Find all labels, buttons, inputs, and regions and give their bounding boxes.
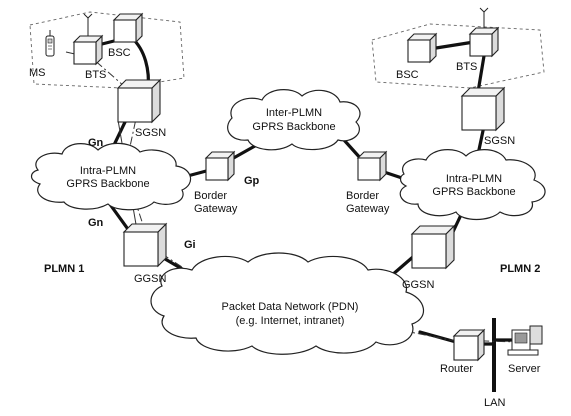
- label-plmn1: PLMN 1: [44, 263, 84, 275]
- bts-right-icon: [469, 27, 499, 57]
- label-server: Server: [508, 363, 541, 375]
- server-icon: [507, 325, 543, 356]
- label-ms: MS: [29, 67, 46, 79]
- link-bts-sgsn-right: [476, 54, 486, 94]
- label-bsc-left: BSC: [108, 47, 131, 59]
- bts-left-icon: [73, 35, 103, 65]
- label-intra-left-1: Intra-PLMN: [80, 165, 136, 177]
- antenna-left-icon: [83, 13, 93, 36]
- label-border-left-2: Gateway: [194, 203, 238, 215]
- label-intra-left-2: GPRS Backbone: [66, 178, 149, 190]
- label-gi: Gi: [184, 239, 196, 251]
- cloud-intra-left: [30, 142, 192, 211]
- label-inter-2: GPRS Backbone: [252, 121, 335, 133]
- cell-area-right: [371, 23, 545, 89]
- label-border-right-2: Gateway: [346, 203, 390, 215]
- sgsn-right-icon: [461, 87, 505, 131]
- bsc-left-icon: [113, 13, 143, 43]
- label-border-left-1: Border: [194, 190, 227, 202]
- label-bts-left: BTS: [85, 69, 106, 81]
- link-bts-bsc-right: [434, 40, 476, 50]
- label-plmn2: PLMN 2: [500, 263, 540, 275]
- label-bts-right: BTS: [456, 61, 477, 73]
- sgsn-left-icon: [117, 79, 161, 123]
- label-ggsn-left: GGSN: [134, 273, 166, 285]
- label-gn-bottom: Gn: [88, 217, 104, 229]
- label-intra-right-2: GPRS Backbone: [432, 186, 515, 198]
- cloud-pdn: [150, 252, 424, 355]
- label-inter-1: Inter-PLMN: [266, 107, 322, 119]
- label-gp: Gp: [244, 175, 260, 187]
- label-border-right-1: Border: [346, 190, 379, 202]
- cloud-intra-right: [399, 149, 546, 221]
- bsc-right-icon: [407, 33, 437, 63]
- label-sgsn-left: SGSN: [135, 127, 166, 139]
- label-lan: LAN: [484, 397, 505, 409]
- label-gn-top: Gn: [88, 137, 104, 149]
- cell-area-left: [29, 11, 185, 89]
- label-router: Router: [440, 363, 473, 375]
- antenna-right-icon: [479, 7, 489, 28]
- mobile-station-icon: [45, 30, 55, 57]
- label-intra-right-1: Intra-PLMN: [446, 173, 502, 185]
- cloud-inter-plmn: [227, 89, 361, 151]
- ggsn-left-icon: [123, 223, 167, 267]
- border-gateway-right-icon: [357, 151, 387, 181]
- label-ggsn-right: GGSN: [402, 279, 434, 291]
- label-pdn-2: (e.g. Internet, intranet): [236, 315, 345, 327]
- label-sgsn-right: SGSN: [484, 135, 515, 147]
- label-bsc-right: BSC: [396, 69, 419, 81]
- router-icon: [453, 329, 485, 361]
- ggsn-right-icon: [411, 225, 455, 269]
- label-pdn-1: Packet Data Network (PDN): [222, 301, 359, 313]
- border-gateway-left-icon: [205, 151, 235, 181]
